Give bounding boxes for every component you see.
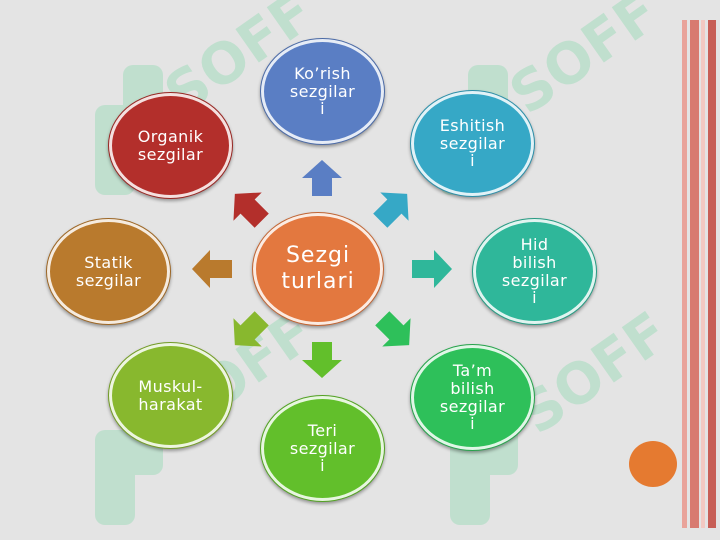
node-statik: Statik sezgilar: [46, 218, 171, 325]
node-label: Ko’rish sezgilar i: [289, 63, 356, 119]
arrow-right-icon: [412, 250, 452, 288]
node-label: Eshitish sezgilar i: [439, 115, 506, 171]
arrow-left-icon: [192, 250, 232, 288]
node-eshitish: Eshitish sezgilar i: [410, 90, 535, 197]
stripe-3: [701, 20, 705, 528]
stripe-2: [690, 20, 699, 528]
node-label: Teri sezgilar i: [289, 420, 356, 476]
node-teri: Teri sezgilar i: [260, 395, 385, 502]
node-muskul-harakat: Muskul- harakat: [108, 342, 233, 449]
watermark-text: SOFF: [498, 0, 660, 127]
node-organik: Organik sezgilar: [108, 92, 233, 199]
arrow-down-right-icon: [375, 311, 411, 347]
watermark-text: SOFF: [508, 310, 670, 447]
node-hid-bilish: Hid bilish sezgilar i: [472, 218, 597, 325]
node-label: Organik sezgilar: [137, 126, 204, 164]
node-tam-bilish: Ta’m bilish sezgilar i: [410, 344, 535, 451]
node-label: Statik sezgilar: [75, 252, 142, 290]
stripe-1: [682, 20, 687, 528]
decorative-stripes: [682, 20, 718, 528]
node-label: Sezgi turlari: [281, 242, 355, 294]
node-korish: Ko’rish sezgilar i: [260, 38, 385, 145]
decorative-dot: [629, 441, 677, 487]
arrow-down-left-icon: [233, 311, 269, 347]
stripe-4: [708, 20, 716, 528]
node-label: Muskul- harakat: [138, 376, 203, 414]
node-label: Hid bilish sezgilar i: [501, 234, 568, 308]
arrow-up-left-icon: [233, 192, 269, 228]
arrow-down-icon: [302, 342, 342, 378]
arrow-up-icon: [302, 160, 342, 196]
arrow-up-right-icon: [373, 192, 409, 228]
node-sezgi-turlari: Sezgi turlari: [252, 212, 384, 326]
node-label: Ta’m bilish sezgilar i: [439, 360, 506, 434]
